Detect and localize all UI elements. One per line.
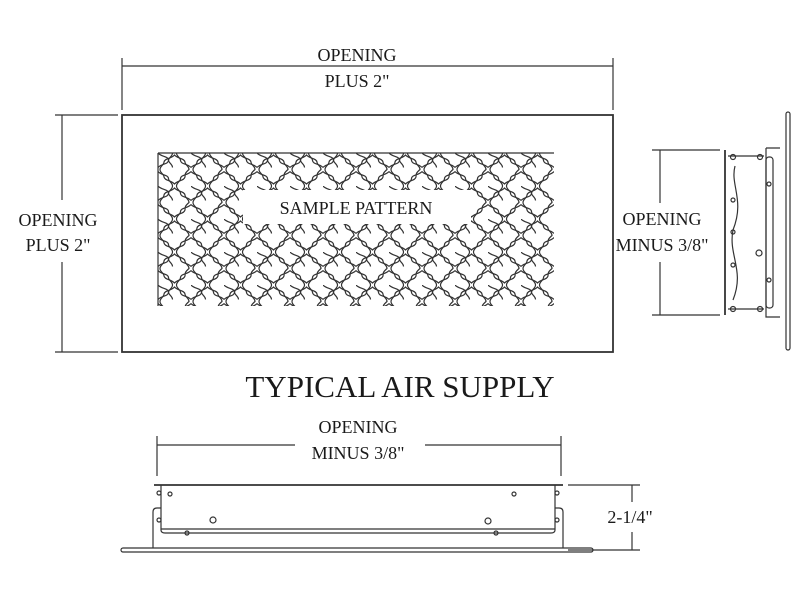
height-label-line1: OPENING: [19, 210, 98, 230]
side-flange: [785, 111, 791, 351]
bottom-flange: [120, 547, 594, 553]
width-label-line2: PLUS 2": [325, 71, 390, 91]
height-label-line2: PLUS 2": [26, 235, 91, 255]
drawing-title: TYPICAL AIR SUPPLY: [245, 369, 554, 404]
side-view: OPENING MINUS 3/8": [616, 111, 791, 351]
bottom-label-line1: OPENING: [319, 417, 398, 437]
bottom-view: OPENING MINUS 3/8" 2-1/4": [120, 417, 653, 553]
depth-label: 2-1/4": [607, 507, 652, 527]
front-view: OPENING PLUS 2" OPENING PLUS 2" SAMPLE P…: [19, 45, 614, 353]
pattern-label: SAMPLE PATTERN: [280, 198, 433, 218]
side-label-line2: MINUS 3/8": [616, 235, 709, 255]
lattice-pattern: [158, 153, 554, 306]
side-label-line1: OPENING: [623, 209, 702, 229]
grille-face: [121, 114, 614, 353]
width-label-line1: OPENING: [318, 45, 397, 65]
bottom-label-line2: MINUS 3/8": [312, 443, 405, 463]
